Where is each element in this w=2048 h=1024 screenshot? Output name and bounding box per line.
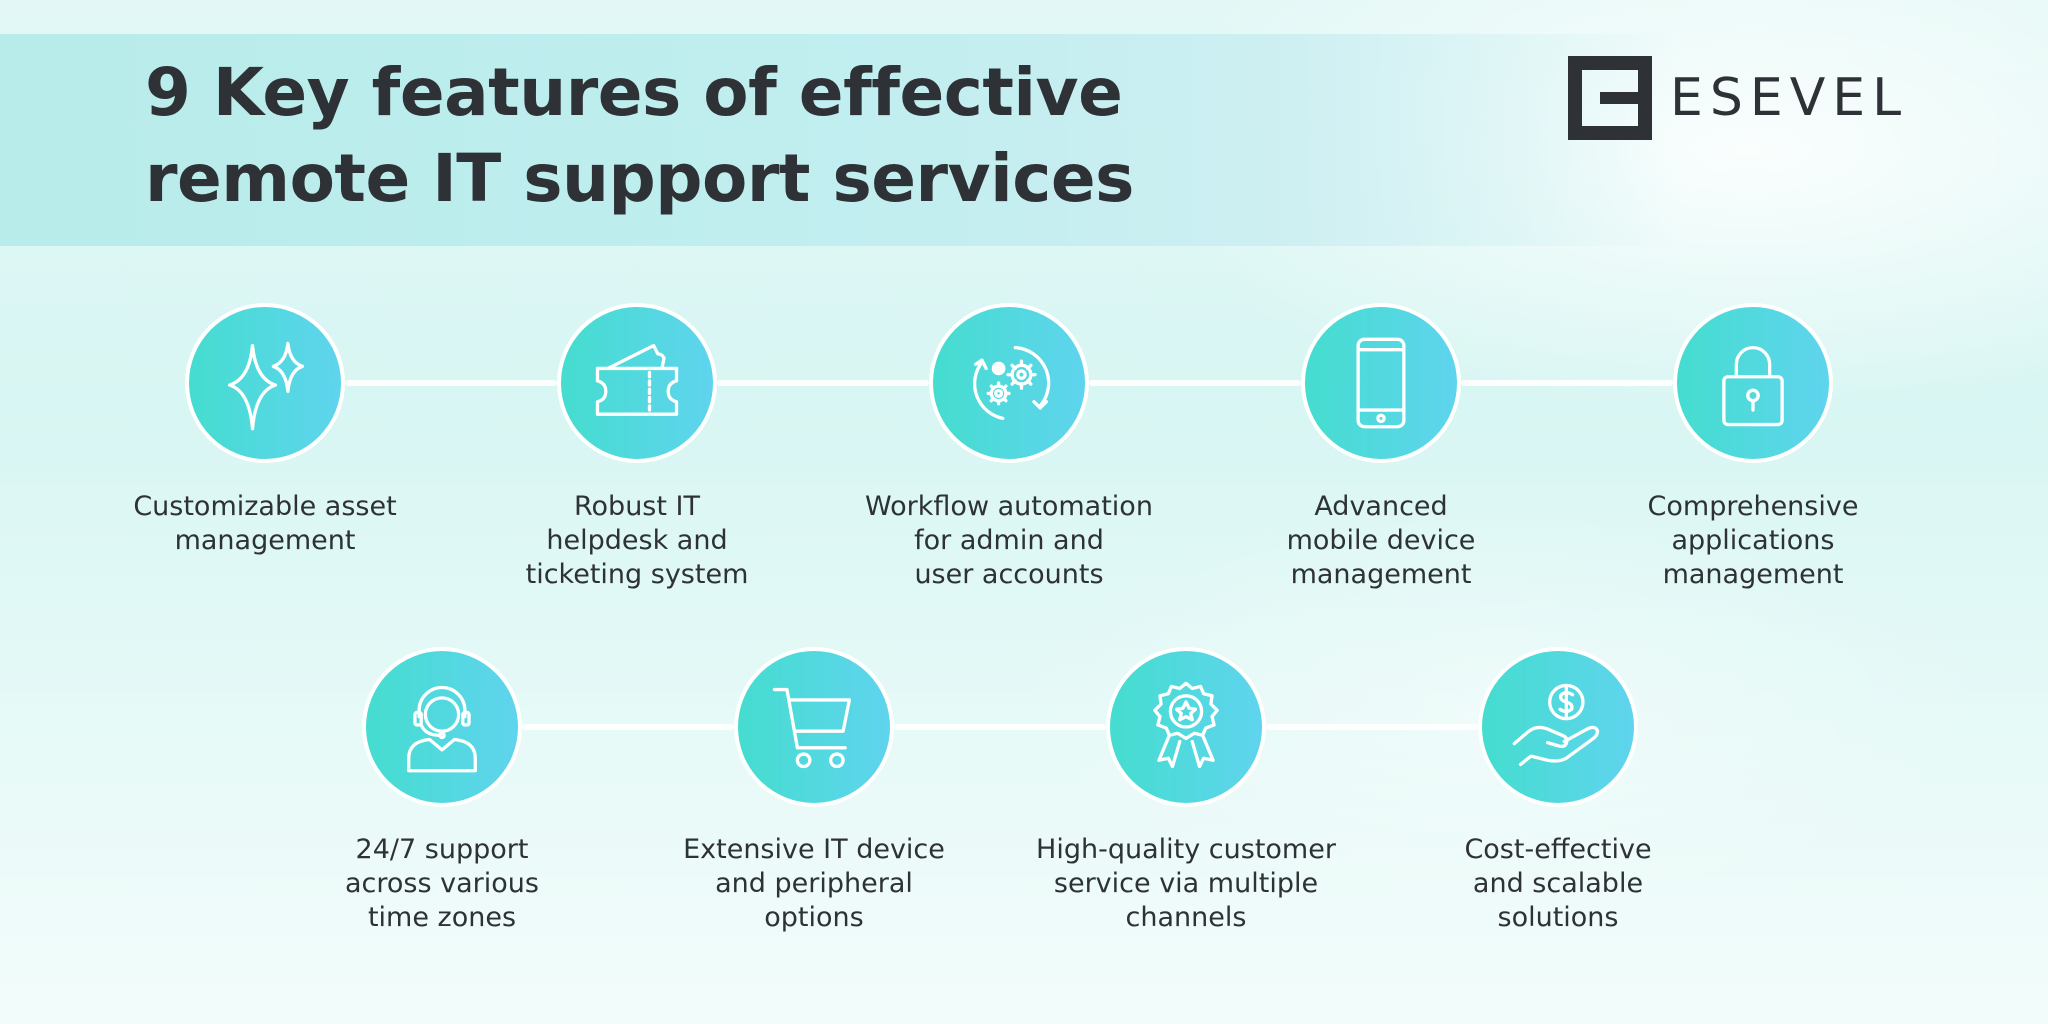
shopping-cart-icon xyxy=(772,687,852,769)
feature-circle-helpdesk xyxy=(557,303,717,463)
feature-circle-cost-effective xyxy=(1478,647,1638,807)
brand-name: ESEVEL xyxy=(1670,68,1909,128)
smartphone-icon xyxy=(1356,337,1406,429)
hand-coin-icon xyxy=(1512,683,1600,767)
title-band xyxy=(0,34,2048,246)
connector-line xyxy=(522,724,734,730)
feature-circle-support xyxy=(362,647,522,807)
gears-cycle-icon xyxy=(972,345,1051,421)
connector-line xyxy=(1089,380,1301,386)
feature-label: Cost-effective and scalable solutions xyxy=(1464,834,1652,933)
feature-circle-mobile xyxy=(1301,303,1461,463)
feature-label: Robust IT helpdesk and ticketing system xyxy=(525,491,749,590)
award-ribbon-icon xyxy=(1153,681,1219,769)
feature-label: Workflow automation for admin and user a… xyxy=(865,491,1153,590)
feature-label: High-quality customer service via multip… xyxy=(1036,834,1336,933)
feature-label: Advanced mobile device management xyxy=(1286,491,1476,590)
padlock-icon xyxy=(1722,345,1784,427)
feature-circle-devices xyxy=(734,647,894,807)
feature-circle-applications xyxy=(1673,303,1833,463)
connector-line xyxy=(1461,380,1673,386)
headset-agent-icon xyxy=(407,685,477,773)
connector-line xyxy=(1266,724,1478,730)
esevel-logo-icon xyxy=(1568,56,1652,140)
feature-label: Extensive IT device and peripheral optio… xyxy=(683,834,945,933)
brand-logo: ESEVEL xyxy=(1568,56,1908,140)
ticket-icon xyxy=(595,343,679,416)
feature-circle-customer-service xyxy=(1106,647,1266,807)
sparkles-icon xyxy=(227,341,305,431)
feature-circle-workflow xyxy=(929,303,1089,463)
feature-circle-asset-management xyxy=(185,303,345,463)
connector-line xyxy=(717,380,929,386)
feature-label: Comprehensive applications management xyxy=(1647,491,1859,590)
feature-label: 24/7 support across various time zones xyxy=(345,834,539,933)
page-title: 9 Key features of effective remote IT su… xyxy=(145,54,1134,217)
connector-line xyxy=(345,380,557,386)
feature-label: Customizable asset management xyxy=(133,491,397,556)
connector-line xyxy=(894,724,1106,730)
